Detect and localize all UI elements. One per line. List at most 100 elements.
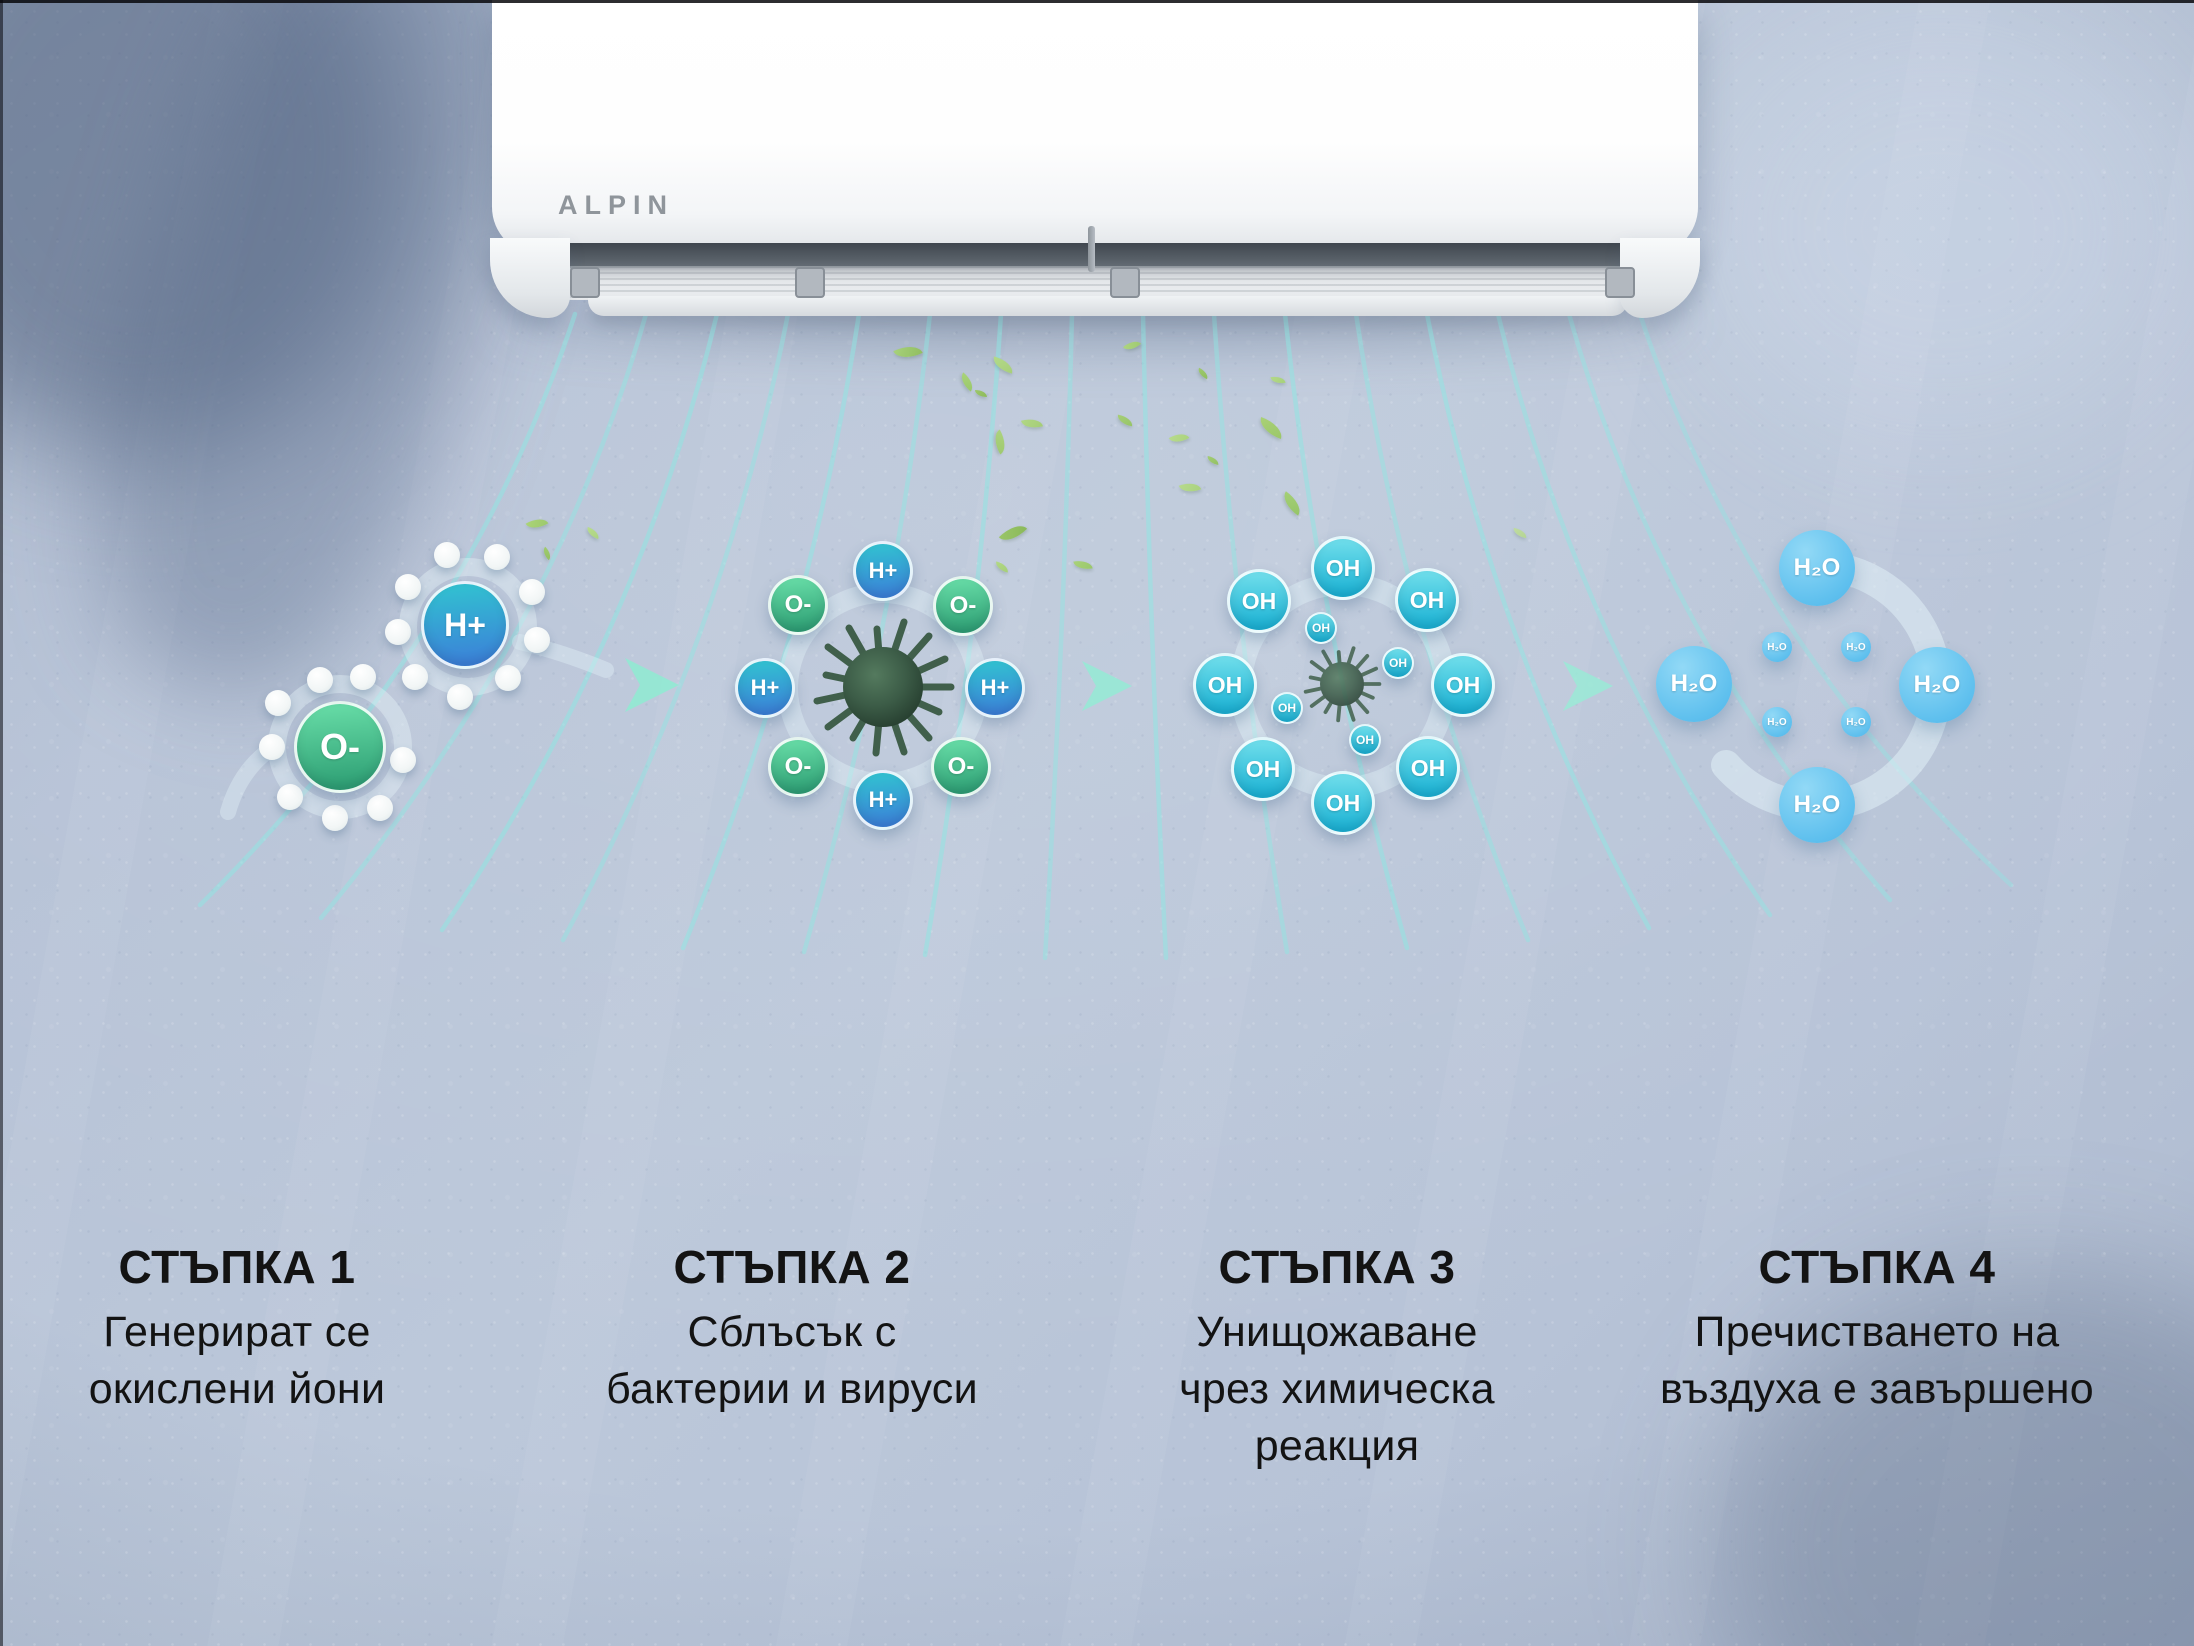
electron-dot xyxy=(259,734,285,760)
arrow-icon xyxy=(1082,661,1132,711)
leaf-icon xyxy=(956,372,978,392)
ac-flap-hinge xyxy=(1110,267,1140,298)
leaf-icon xyxy=(1116,414,1134,427)
ion-o-minus: O- xyxy=(933,576,993,636)
oh-radical: OH xyxy=(1231,737,1295,801)
ion-h-plus: H+ xyxy=(965,658,1025,718)
image-edge-left xyxy=(0,0,3,1646)
arrow-icon xyxy=(1563,661,1613,711)
electron-dot xyxy=(265,690,291,716)
electron-dot xyxy=(484,544,510,570)
step1-title: СТЪПКА 1 xyxy=(118,1241,356,1293)
leaf-icon xyxy=(893,340,923,364)
oh-radical: OH xyxy=(1396,736,1460,800)
leaf-icon xyxy=(1073,558,1093,572)
electron-dot xyxy=(434,542,460,568)
oh-radical: OH xyxy=(1227,569,1291,633)
electron-dot xyxy=(402,664,428,690)
oh-radical: OH xyxy=(1311,536,1375,600)
ion-h-plus: H+ xyxy=(735,658,795,718)
leaf-icon xyxy=(975,390,987,397)
ac-flap-hinge xyxy=(795,267,825,298)
oh-radical-small: OH xyxy=(1382,647,1414,679)
leaf-icon xyxy=(540,546,554,561)
electron-dot xyxy=(519,579,545,605)
step1-line: окислени йони xyxy=(88,1365,386,1413)
ion-o-minus: O- xyxy=(931,737,991,797)
ion-o-minus: O- xyxy=(768,575,828,635)
leaf-icon xyxy=(585,526,601,540)
oh-radical-small: OH xyxy=(1305,612,1337,644)
step3-caption: СТЪПКА 3 Унищожаване чрез химическа реак… xyxy=(1179,1240,1495,1475)
leaf-icon xyxy=(1256,416,1286,440)
ion-h-plus: H+ xyxy=(853,541,913,601)
h2o-molecule-small: H₂O xyxy=(1841,632,1871,662)
electron-dot xyxy=(447,684,473,710)
oh-radical: OH xyxy=(1431,653,1495,717)
wall-shadow-top-left xyxy=(0,0,420,460)
leaf-icon xyxy=(1168,429,1190,447)
leaf-icon xyxy=(990,356,1016,374)
virus-icon xyxy=(817,622,951,753)
ac-flap-hinge xyxy=(570,267,600,298)
wall-highlight-right xyxy=(1700,20,2180,440)
h2o-molecule: H₂O xyxy=(1899,647,1975,723)
step3-line: реакция xyxy=(1254,1422,1420,1470)
h2o-molecule: H₂O xyxy=(1779,767,1855,843)
oh-radical: OH xyxy=(1193,653,1257,717)
step4-title: СТЪПКА 4 xyxy=(1758,1241,1996,1293)
arrow-icon xyxy=(625,658,679,712)
electron-dot xyxy=(277,784,303,810)
h2o-molecule-small: H₂O xyxy=(1762,632,1792,662)
step4-line: въздуха е завършено xyxy=(1660,1365,2094,1413)
step1-line: Генерират се xyxy=(103,1308,371,1356)
ion-h-plus: H+ xyxy=(853,770,913,830)
electron-dot xyxy=(322,805,348,831)
brand-logo: ALPIN xyxy=(558,190,674,220)
step3-title: СТЪПКА 3 xyxy=(1218,1241,1456,1293)
ac-body xyxy=(492,0,1698,255)
electron-dot xyxy=(495,665,521,691)
leaf-icon xyxy=(1122,336,1142,355)
oh-radical: OH xyxy=(1395,568,1459,632)
electron-dot xyxy=(390,747,416,773)
electron-dot xyxy=(367,795,393,821)
leaf-icon xyxy=(989,429,1011,455)
oh-radical: OH xyxy=(1311,771,1375,835)
ac-vent-louver xyxy=(566,266,1650,300)
leaf-icon xyxy=(1512,527,1528,539)
step2-caption: СТЪПКА 2 Сблъсък с бактерии и вируси xyxy=(606,1240,978,1418)
leaf-icon xyxy=(998,518,1028,548)
h2o-molecule: H₂O xyxy=(1656,646,1732,722)
ac-vent-flap xyxy=(588,296,1628,316)
ion-o-minus: O- xyxy=(294,701,386,793)
leaf-icon xyxy=(525,513,549,534)
step1-caption: СТЪПКА 1 Генерират се окислени йони xyxy=(89,1240,386,1418)
leaf-icon xyxy=(1270,374,1286,386)
leaf-icon xyxy=(1206,456,1220,465)
ac-flap-hinge xyxy=(1605,267,1635,298)
ac-side-cap-left xyxy=(490,238,570,318)
step3-line: Унищожаване xyxy=(1196,1308,1478,1356)
virus-small-icon xyxy=(1303,646,1382,723)
h2o-molecule-small: H₂O xyxy=(1841,707,1871,737)
electron-dot xyxy=(350,664,376,690)
ac-unit: ALPIN xyxy=(490,0,1700,330)
ac-flap-rod xyxy=(1088,226,1095,272)
step2-line: бактерии и вируси xyxy=(606,1365,978,1413)
h2o-molecule: H₂O xyxy=(1779,530,1855,606)
electron-dot xyxy=(524,627,550,653)
leaf-icon xyxy=(1178,478,1202,497)
ion-h-plus: H+ xyxy=(421,581,509,669)
oh-radical-small: OH xyxy=(1271,692,1303,724)
image-edge-top xyxy=(0,0,2194,3)
leaf-icon xyxy=(1196,367,1210,380)
step2-line: Сблъсък с xyxy=(687,1308,897,1356)
electron-dot xyxy=(395,574,421,600)
step4-caption: СТЪПКА 4 Пречистването на въздуха е завъ… xyxy=(1660,1240,2094,1418)
leaf-icon xyxy=(1278,491,1306,516)
step4-line: Пречистването на xyxy=(1694,1308,2060,1356)
leaf-icon xyxy=(994,561,1010,573)
leaf-icon xyxy=(1020,415,1044,432)
